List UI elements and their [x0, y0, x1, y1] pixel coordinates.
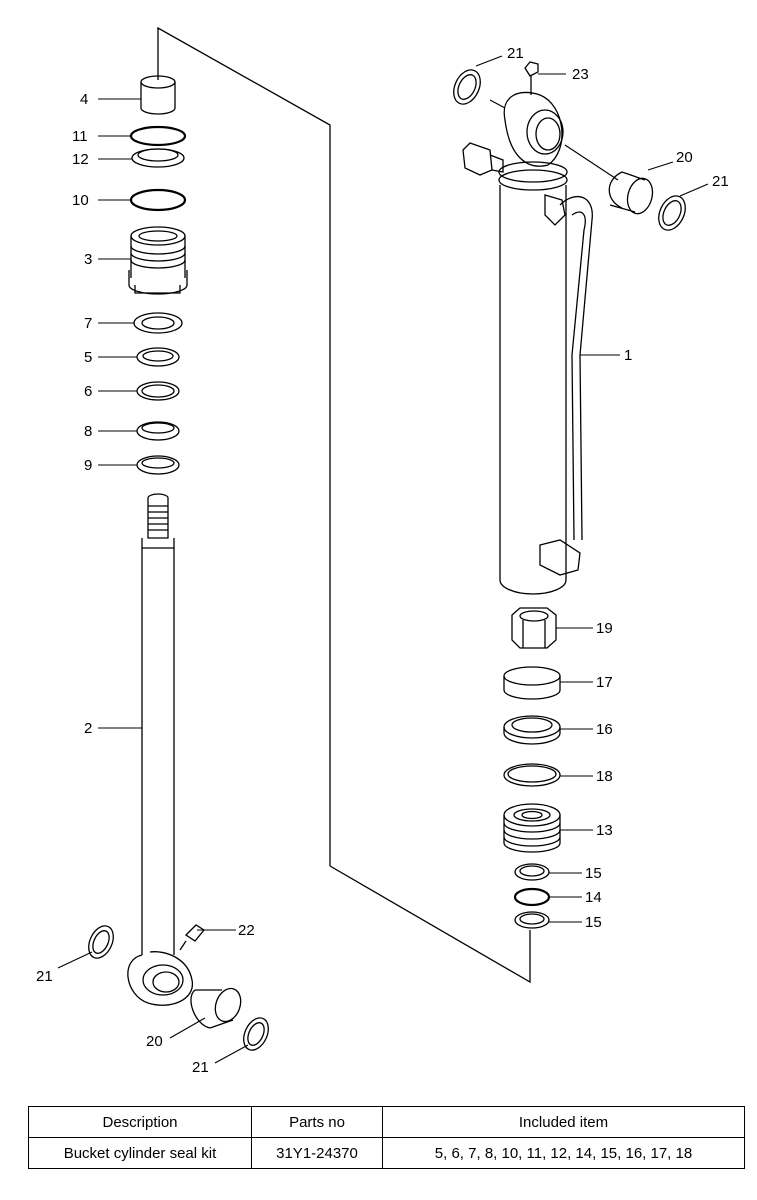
part-6-seal	[136, 381, 180, 401]
part-14-o-ring	[513, 887, 551, 907]
label-19: 19	[596, 620, 613, 637]
label-20-rod: 20	[146, 1033, 163, 1050]
label-21-rod-lower: 21	[192, 1059, 209, 1076]
label-9: 9	[84, 457, 92, 474]
part-21-head-dust-seal-right	[658, 195, 686, 231]
label-13: 13	[596, 822, 613, 839]
header-description: Description	[28, 1106, 252, 1138]
label-15-lower: 15	[585, 914, 602, 931]
leader-lines	[57, 55, 709, 1064]
label-21-rod-upper: 21	[36, 968, 53, 985]
part-3-rod-cover	[128, 226, 188, 295]
cell-description: Bucket cylinder seal kit	[28, 1137, 252, 1169]
part-19-nut	[511, 607, 557, 649]
part-21-rod-dust-seal-upper	[88, 925, 114, 959]
part-13-piston	[503, 803, 561, 853]
part-18-ring	[503, 763, 561, 787]
label-4: 4	[80, 91, 88, 108]
label-2: 2	[84, 720, 92, 737]
part-1-cylinder-tube	[462, 61, 593, 595]
label-14: 14	[585, 889, 602, 906]
table-header-row: Description Parts no Included item	[28, 1106, 745, 1138]
label-8: 8	[84, 423, 92, 440]
label-20-head: 20	[676, 149, 693, 166]
part-12-backup-ring	[131, 148, 185, 168]
label-11: 11	[72, 128, 88, 145]
label-21-head-left: 21	[507, 45, 524, 62]
part-15-backup-ring-lower	[514, 911, 550, 929]
part-11-o-ring	[129, 125, 187, 147]
label-18: 18	[596, 768, 613, 785]
label-15-upper: 15	[585, 865, 602, 882]
exploded-parts-diagram: 4 11 12 10 3 7 5 6 8 9 2 21 22 20 21 1 2…	[36, 26, 729, 1076]
label-21-head-right: 21	[712, 173, 729, 190]
part-20-head-bushing	[608, 171, 654, 215]
header-parts-no: Parts no	[251, 1106, 383, 1138]
part-10-o-ring	[129, 188, 187, 212]
part-4-bushing	[140, 75, 176, 115]
part-8-wiper	[136, 421, 180, 441]
part-21-rod-dust-seal-lower	[243, 1017, 269, 1051]
part-2-piston-rod	[127, 493, 205, 1006]
callout-labels: 4 11 12 10 3 7 5 6 8 9 2 21 22 20 21 1 2…	[36, 45, 729, 1076]
part-7-seal	[133, 312, 183, 334]
label-1: 1	[624, 347, 632, 364]
cell-parts-no: 31Y1-24370	[251, 1137, 383, 1169]
part-20-rod-bushing	[190, 987, 242, 1029]
label-7: 7	[84, 315, 92, 332]
part-17-wear-ring	[503, 666, 561, 700]
part-9-snap-ring	[136, 455, 180, 475]
label-10: 10	[72, 192, 89, 209]
label-22: 22	[238, 922, 255, 939]
label-12: 12	[72, 151, 89, 168]
header-included-item: Included item	[382, 1106, 745, 1138]
part-21-head-dust-seal-left	[453, 69, 481, 105]
label-23: 23	[572, 66, 589, 83]
table-row: Bucket cylinder seal kit 31Y1-24370 5, 6…	[28, 1137, 745, 1169]
seal-kit-table: Description Parts no Included item Bucke…	[28, 1106, 745, 1169]
cell-included-item: 5, 6, 7, 8, 10, 11, 12, 14, 15, 16, 17, …	[382, 1137, 745, 1169]
assembly-line-top	[157, 26, 331, 866]
part-15-backup-ring-upper	[514, 863, 550, 881]
label-5: 5	[84, 349, 92, 366]
part-16-seal	[503, 715, 561, 745]
assembly-line-bottom	[329, 865, 531, 984]
label-3: 3	[84, 251, 92, 268]
label-6: 6	[84, 383, 92, 400]
part-5-seal	[136, 347, 180, 367]
label-16: 16	[596, 721, 613, 738]
label-17: 17	[596, 674, 613, 691]
